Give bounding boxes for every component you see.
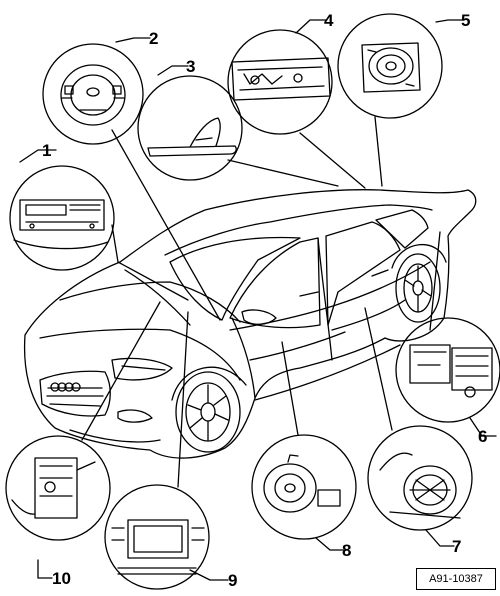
- front-door-speaker-drawing: [263, 454, 341, 513]
- reference-code: A91-10387: [416, 568, 496, 590]
- callout-10: 10: [52, 569, 71, 588]
- amplifier-drawing: [231, 57, 331, 101]
- radio-unit-drawing: [13, 199, 109, 250]
- inset-3-roof-antenna: [137, 75, 243, 181]
- roof-antenna-drawing: [147, 117, 237, 157]
- inset-10-control-unit: [5, 435, 111, 541]
- callout-7: 7: [452, 537, 461, 556]
- control-unit-drawing: [11, 457, 96, 519]
- callout-numbers: 1 2 3 4 5 6 7 8 9 10: [42, 11, 487, 590]
- rear-door-module-drawing: [409, 344, 493, 398]
- callout-3: 3: [186, 57, 195, 76]
- car-illustration: [23, 189, 477, 459]
- inset-4-amplifier: [227, 29, 333, 135]
- callout-8: 8: [342, 541, 351, 560]
- callout-4: 4: [324, 11, 334, 30]
- callout-2: 2: [149, 29, 158, 48]
- callout-5: 5: [461, 11, 470, 30]
- callout-1: 1: [42, 141, 51, 160]
- inset-1-radio: [9, 165, 115, 271]
- rear-door-speaker-drawing: [379, 452, 461, 519]
- inset-6-rear-door-module: [395, 317, 500, 423]
- inset-7-rear-door-speaker: [367, 425, 473, 531]
- leader-lines: [81, 116, 441, 488]
- callout-9: 9: [228, 571, 237, 590]
- detail-insets: [5, 13, 500, 590]
- inset-2-steering-wheel: [42, 43, 144, 145]
- display-unit-drawing: [111, 519, 205, 575]
- rear-speaker-drawing: [361, 42, 421, 93]
- inset-9-display-unit: [104, 484, 210, 590]
- inset-5-rear-speaker: [337, 13, 443, 119]
- steering-wheel-drawing: [60, 64, 126, 126]
- inset-8-front-door-speaker: [251, 434, 357, 540]
- callout-6: 6: [478, 427, 487, 446]
- callout-ticks: [19, 19, 497, 581]
